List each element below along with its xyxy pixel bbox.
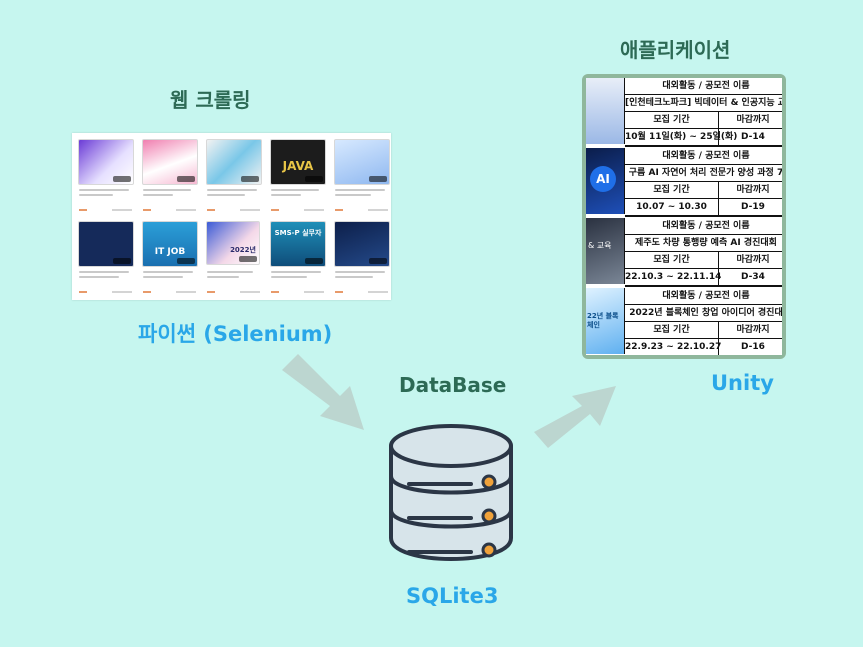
entry-period: 22.10.3 ~ 22.11.14 (625, 269, 721, 285)
entry-header: 대외활동 / 공모전 이름 (625, 78, 782, 95)
crawl-card[interactable] (334, 221, 390, 296)
entry-header: 대외활동 / 공모전 이름 (625, 288, 782, 305)
contest-entry[interactable]: & 교육 대외활동 / 공모전 이름 제주도 차량 통행량 예측 AI 경진대회… (586, 218, 782, 287)
entry-dday: D-16 (741, 342, 765, 352)
crawl-card[interactable] (78, 221, 134, 296)
period-label: 모집 기간 (625, 182, 719, 198)
deadline-label: 마감까지 (736, 115, 770, 125)
card-thumbnail: JAVA (270, 139, 326, 185)
thumb-caption: & 교육 (588, 241, 612, 250)
deadline-label: 마감까지 (736, 325, 770, 335)
contest-entry[interactable]: AI 대외활동 / 공모전 이름 구름 AI 자연어 처리 전문가 양성 과정 … (586, 148, 782, 217)
card-thumbnail: SMS-P 실무자 (270, 221, 326, 267)
crawl-card[interactable]: SMS-P 실무자 (270, 221, 326, 296)
crawl-card[interactable] (142, 139, 198, 214)
entry-thumbnail: AI (586, 148, 624, 214)
card-thumbnail (334, 221, 390, 267)
crawl-card[interactable]: JAVA (270, 139, 326, 214)
application-panel: 대외활동 / 공모전 이름 [인천테크노파크] 빅데이터 & 인공지능 교육 모… (582, 74, 786, 359)
ai-icon: AI (590, 166, 616, 192)
crawl-card[interactable]: IT JOB (142, 221, 198, 296)
contest-entry[interactable]: 대외활동 / 공모전 이름 [인천테크노파크] 빅데이터 & 인공지능 교육 모… (586, 78, 782, 147)
web-crawling-title: 웹 크롤링 (170, 88, 251, 112)
deadline-label: 마감까지 (736, 255, 770, 265)
crawl-card[interactable] (334, 139, 390, 214)
database-label: DataBase (399, 373, 507, 397)
entry-thumbnail: & 교육 (586, 218, 624, 284)
entry-period: 10월 11일(화) ~ 25일(화) (625, 129, 737, 145)
crawl-card[interactable] (206, 139, 262, 214)
python-selenium-label: 파이썬 (Selenium) (138, 322, 333, 346)
crawl-results-panel: JAVA IT JOB 2022년 SMS-P 실무자 (72, 133, 391, 300)
entry-thumbnail (586, 78, 624, 144)
entry-dday: D-34 (741, 272, 765, 282)
application-title: 애플리케이션 (620, 38, 731, 62)
sqlite-label: SQLite3 (406, 584, 499, 608)
entry-dday: D-19 (741, 202, 765, 212)
period-label: 모집 기간 (625, 112, 719, 128)
arrow-up-right-icon (534, 386, 616, 448)
thumb-caption: 22년 블록체인 (587, 312, 619, 329)
card-thumbnail: IT JOB (142, 221, 198, 267)
entry-name: 구름 AI 자연어 처리 전문가 양성 과정 7 (625, 165, 782, 182)
arrow-down-right-icon (282, 354, 364, 430)
entry-header: 대외활동 / 공모전 이름 (625, 148, 782, 165)
entry-name: [인천테크노파크] 빅데이터 & 인공지능 교육 (625, 95, 782, 112)
unity-label: Unity (711, 371, 774, 395)
card-thumbnail (78, 221, 134, 267)
contest-entry[interactable]: 22년 블록체인 대외활동 / 공모전 이름 2022년 블록체인 창업 아이디… (586, 288, 782, 355)
card-thumbnail (142, 139, 198, 185)
entry-dday: D-14 (741, 132, 765, 142)
entry-name: 제주도 차량 통행량 예측 AI 경진대회 (625, 235, 782, 252)
entry-thumbnail: 22년 블록체인 (586, 288, 624, 354)
card-thumbnail (334, 139, 390, 185)
card-thumbnail: 2022년 (206, 221, 260, 265)
card-thumbnail (206, 139, 262, 185)
crawl-card[interactable]: 2022년 (206, 221, 262, 296)
entry-header: 대외활동 / 공모전 이름 (625, 218, 782, 235)
period-label: 모집 기간 (625, 322, 719, 338)
period-label: 모집 기간 (625, 252, 719, 268)
entry-name: 2022년 블록체인 창업 아이디어 경진대 (625, 305, 782, 322)
crawl-card[interactable] (78, 139, 134, 214)
entry-period: 10.07 ~ 10.30 (625, 199, 719, 215)
deadline-label: 마감까지 (736, 185, 770, 195)
database-icon (389, 424, 513, 561)
card-thumbnail (78, 139, 134, 185)
entry-period: 22.9.23 ~ 22.10.27 (625, 339, 721, 355)
